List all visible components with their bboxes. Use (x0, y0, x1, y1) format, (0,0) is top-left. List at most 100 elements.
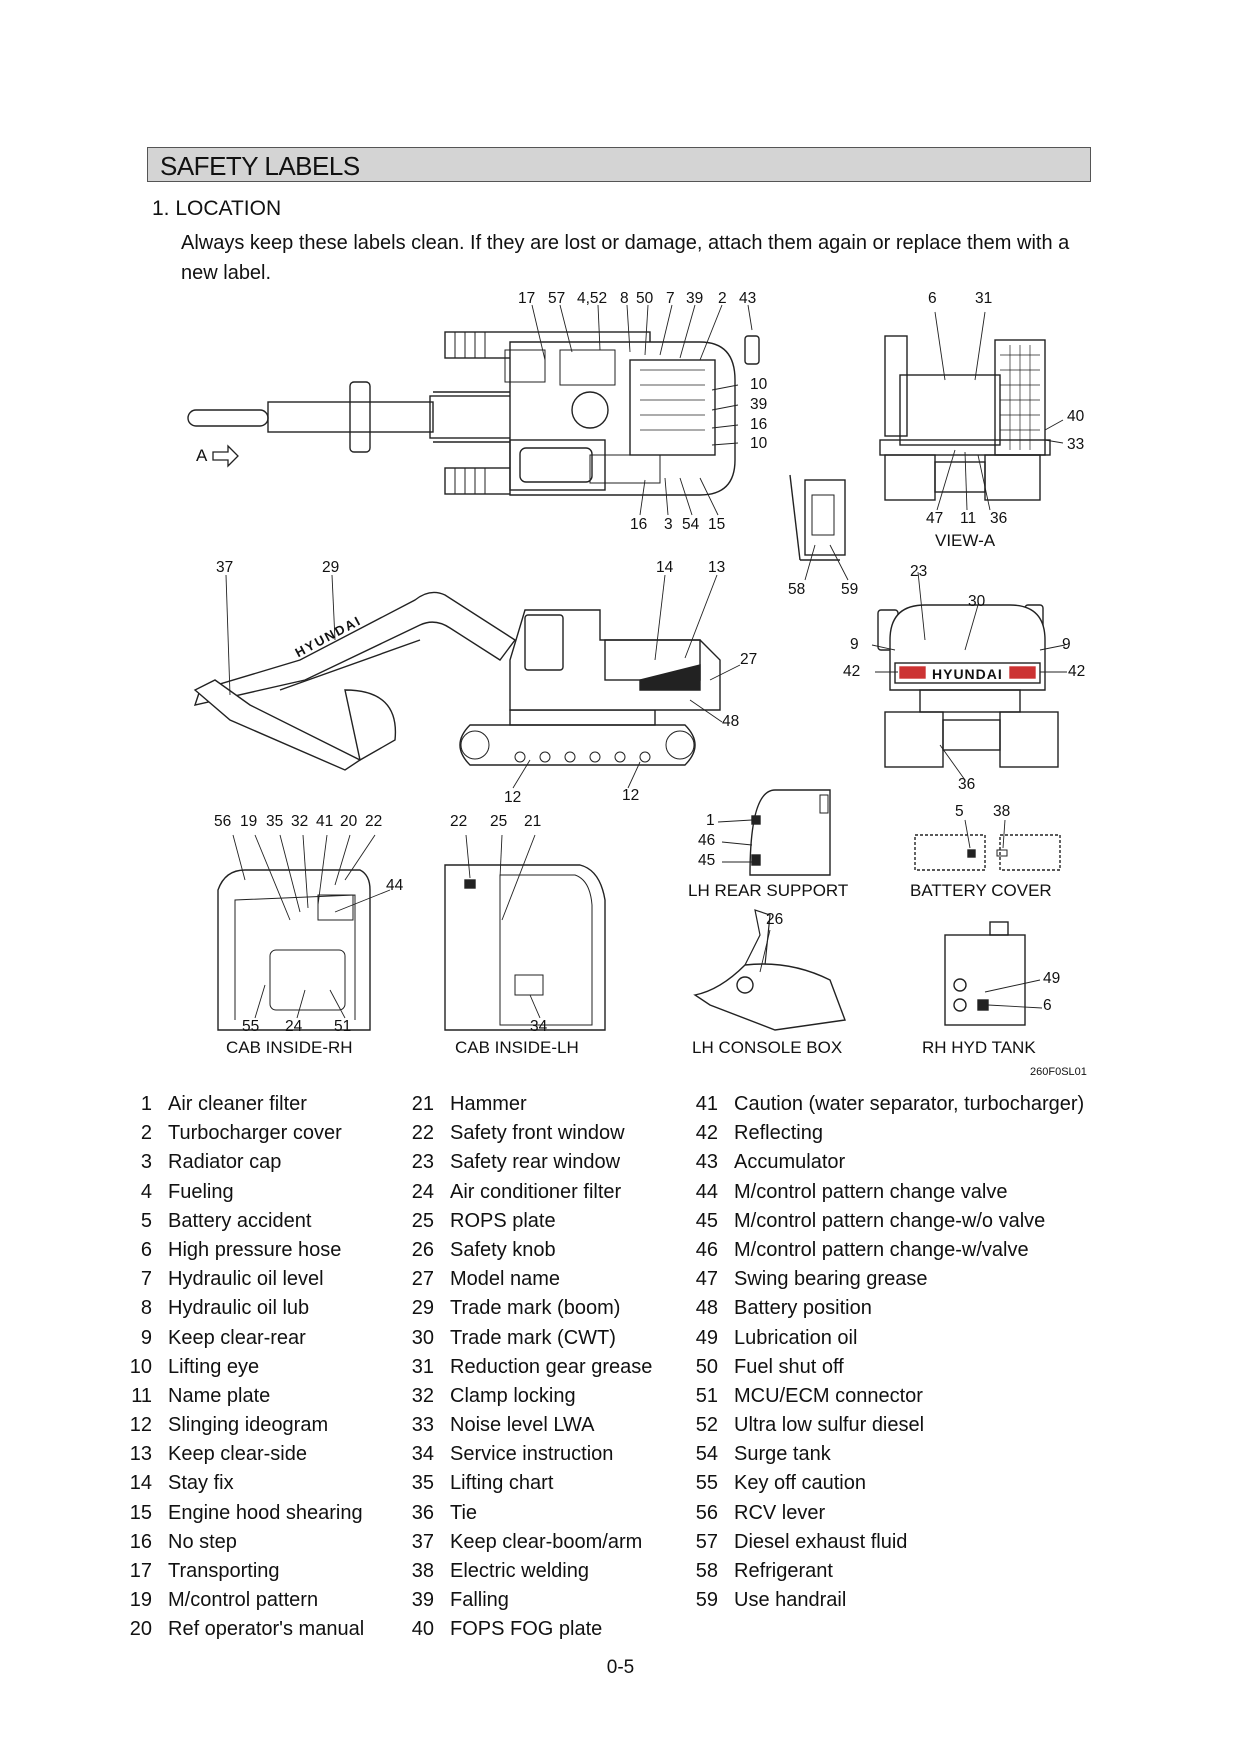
legend-item-label: Keep clear-rear (168, 1326, 306, 1349)
legend-item-52: 52 Ultra low sulfur diesel (686, 1411, 1084, 1440)
legend-item-label: Engine hood shearing (168, 1501, 363, 1524)
legend-item-label: Lifting eye (168, 1355, 260, 1378)
callout-45: 45 (698, 852, 716, 869)
legend-item-label: Clamp locking (450, 1384, 576, 1407)
legend-item-label: Battery accident (168, 1209, 312, 1232)
legend-item-number: 45 (695, 1209, 718, 1232)
legend-item-number: 31 (411, 1355, 434, 1378)
callout-36: 36 (990, 510, 1008, 527)
callout-36: 36 (958, 776, 976, 793)
legend-item-number: 29 (411, 1297, 434, 1320)
callout-57: 57 (548, 290, 566, 307)
legend-item-number: 40 (411, 1618, 434, 1641)
legend-item-label: Swing bearing grease (734, 1268, 928, 1291)
legend-item-label: Key off caution (734, 1472, 866, 1495)
callout-6: 6 (928, 290, 937, 307)
legend-item-number: 8 (140, 1297, 152, 1320)
legend-item-number: 3 (140, 1151, 152, 1174)
handrail-detail (789, 474, 849, 581)
legend-item-number: 48 (695, 1297, 718, 1320)
legend-item-label: Hammer (450, 1093, 527, 1115)
legend-item-label: Surge tank (734, 1443, 831, 1466)
legend-item-22: 22 Safety front window (402, 1119, 652, 1148)
callout-9-left: 9 (850, 636, 859, 653)
legend-item-label: ROPS plate (450, 1209, 556, 1232)
callout-34: 34 (530, 1018, 548, 1035)
callout-27: 27 (740, 651, 758, 668)
callout-38: 38 (993, 803, 1011, 820)
callout-31: 31 (975, 290, 993, 307)
legend-item-number: 44 (695, 1180, 718, 1203)
legend-item-label: Electric welding (450, 1560, 589, 1582)
legend-item-21: 21 Hammer (402, 1090, 652, 1119)
callout-22: 22 (365, 813, 383, 830)
legend-item-number: 47 (695, 1268, 718, 1291)
legend-item-label: Diesel exhaust fluid (734, 1530, 908, 1553)
callout-4-52: 4,52 (577, 290, 608, 307)
callout-8: 8 (620, 290, 629, 307)
legend-item-number: 2 (140, 1122, 152, 1145)
legend-item-number: 34 (411, 1443, 434, 1466)
legend-item-label: Name plate (168, 1384, 271, 1407)
legend-item-number: 41 (695, 1093, 718, 1115)
legend-item-number: 10 (129, 1355, 152, 1378)
callout-23: 23 (910, 563, 928, 580)
callout-42-right: 42 (1068, 663, 1086, 680)
legend-item-number: 43 (695, 1151, 718, 1174)
legend-item-number: 22 (411, 1122, 434, 1145)
callout-20: 20 (340, 813, 358, 830)
callout-37: 37 (216, 559, 234, 576)
legend-item-number: 5 (140, 1209, 152, 1232)
legend-item-number: 37 (411, 1530, 434, 1553)
legend-item-number: 36 (411, 1501, 434, 1524)
legend-item-label: Slinging ideogram (168, 1414, 329, 1437)
legend-item-label: M/control pattern (168, 1589, 319, 1612)
callout-6: 6 (1043, 997, 1052, 1014)
caption-lh-rear-support: LH REAR SUPPORT (688, 881, 849, 900)
legend-item-number: 56 (695, 1501, 718, 1524)
legend-item-label: Safety front window (450, 1122, 625, 1145)
legend-item-5: 5 Battery accident (120, 1207, 364, 1236)
callout-12: 12 (504, 789, 522, 806)
callout-21: 21 (524, 813, 542, 830)
legend-item-label: Model name (450, 1268, 561, 1291)
legend-item-number: 30 (411, 1326, 434, 1349)
legend-item-number: 19 (129, 1589, 152, 1612)
caption-lh-console-box: LH CONSOLE BOX (692, 1038, 843, 1057)
legend-item-37: 37 Keep clear-boom/arm (402, 1528, 652, 1557)
callout-43: 43 (739, 290, 757, 307)
callout-13: 13 (708, 559, 726, 576)
callout-16: 16 (750, 416, 768, 433)
legend-item-label: Trade mark (boom) (450, 1297, 621, 1320)
excavator-view-a (879, 311, 1064, 511)
legend-item-label: Keep clear-boom/arm (450, 1530, 643, 1553)
legend-item-19: 19 M/control pattern (120, 1586, 364, 1615)
legend-item-number: 21 (411, 1093, 434, 1115)
legend-item-number: 26 (411, 1238, 434, 1261)
legend-item-label: Radiator cap (168, 1151, 282, 1174)
excavator-rear-view (871, 571, 1067, 781)
callout-35: 35 (266, 813, 284, 830)
legend-item-number: 52 (695, 1414, 718, 1437)
legend-item-label: Reflecting (734, 1122, 823, 1145)
legend-item-number: 59 (695, 1589, 718, 1612)
callout-2: 2 (718, 290, 727, 307)
callout-48: 48 (722, 713, 740, 730)
legend-item-label: Ultra low sulfur diesel (734, 1414, 925, 1437)
safety-label-location-diagram: 17 57 4,52 8 50 7 39 2 43 10 39 16 10 16… (187, 290, 1087, 1078)
callout-11: 11 (960, 510, 977, 527)
